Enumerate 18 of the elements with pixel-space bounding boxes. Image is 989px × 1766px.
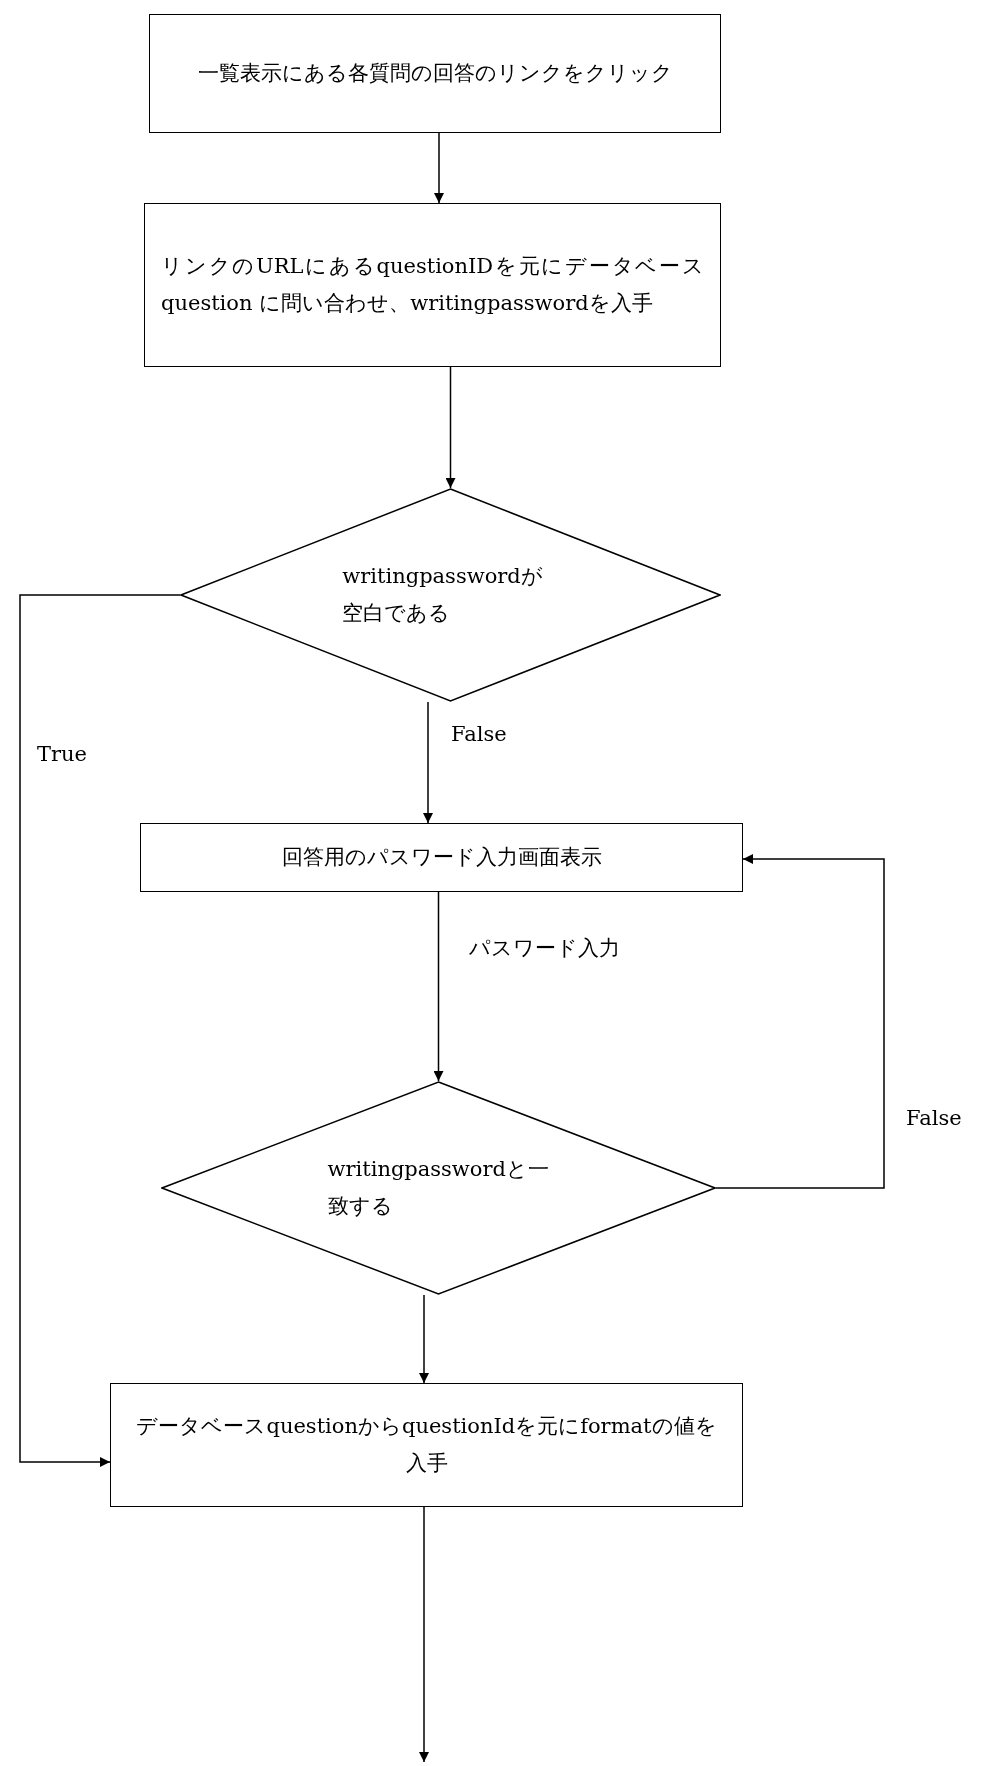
arrow [423, 701, 433, 824]
arrow [19, 594, 181, 1467]
node-text: writingpasswordが空白である [342, 563, 544, 627]
process-box [144, 203, 721, 367]
arrow [433, 891, 444, 1082]
process-box [110, 1383, 743, 1507]
arrow [419, 1294, 429, 1384]
node-text: 一覧表示にある各質問の回答のリンクをクリック [196, 60, 674, 88]
node-text: writingpasswordと一致する [327, 1156, 550, 1220]
process-box [149, 14, 721, 133]
node-text: リンクのURLにあるquestionIDを元にデータベース question に問い合わせ、writingpasswordを入手 [160, 253, 705, 317]
process-box [140, 823, 743, 892]
arrow [715, 854, 885, 1189]
arrow [419, 1506, 429, 1763]
arrow [434, 132, 444, 204]
node-text: データベースquestionからquestionIdを元にformatの値を入手 [135, 1413, 718, 1477]
node-text: 回答用のパスワード入力画面表示 [280, 844, 603, 872]
arrow [445, 366, 456, 489]
